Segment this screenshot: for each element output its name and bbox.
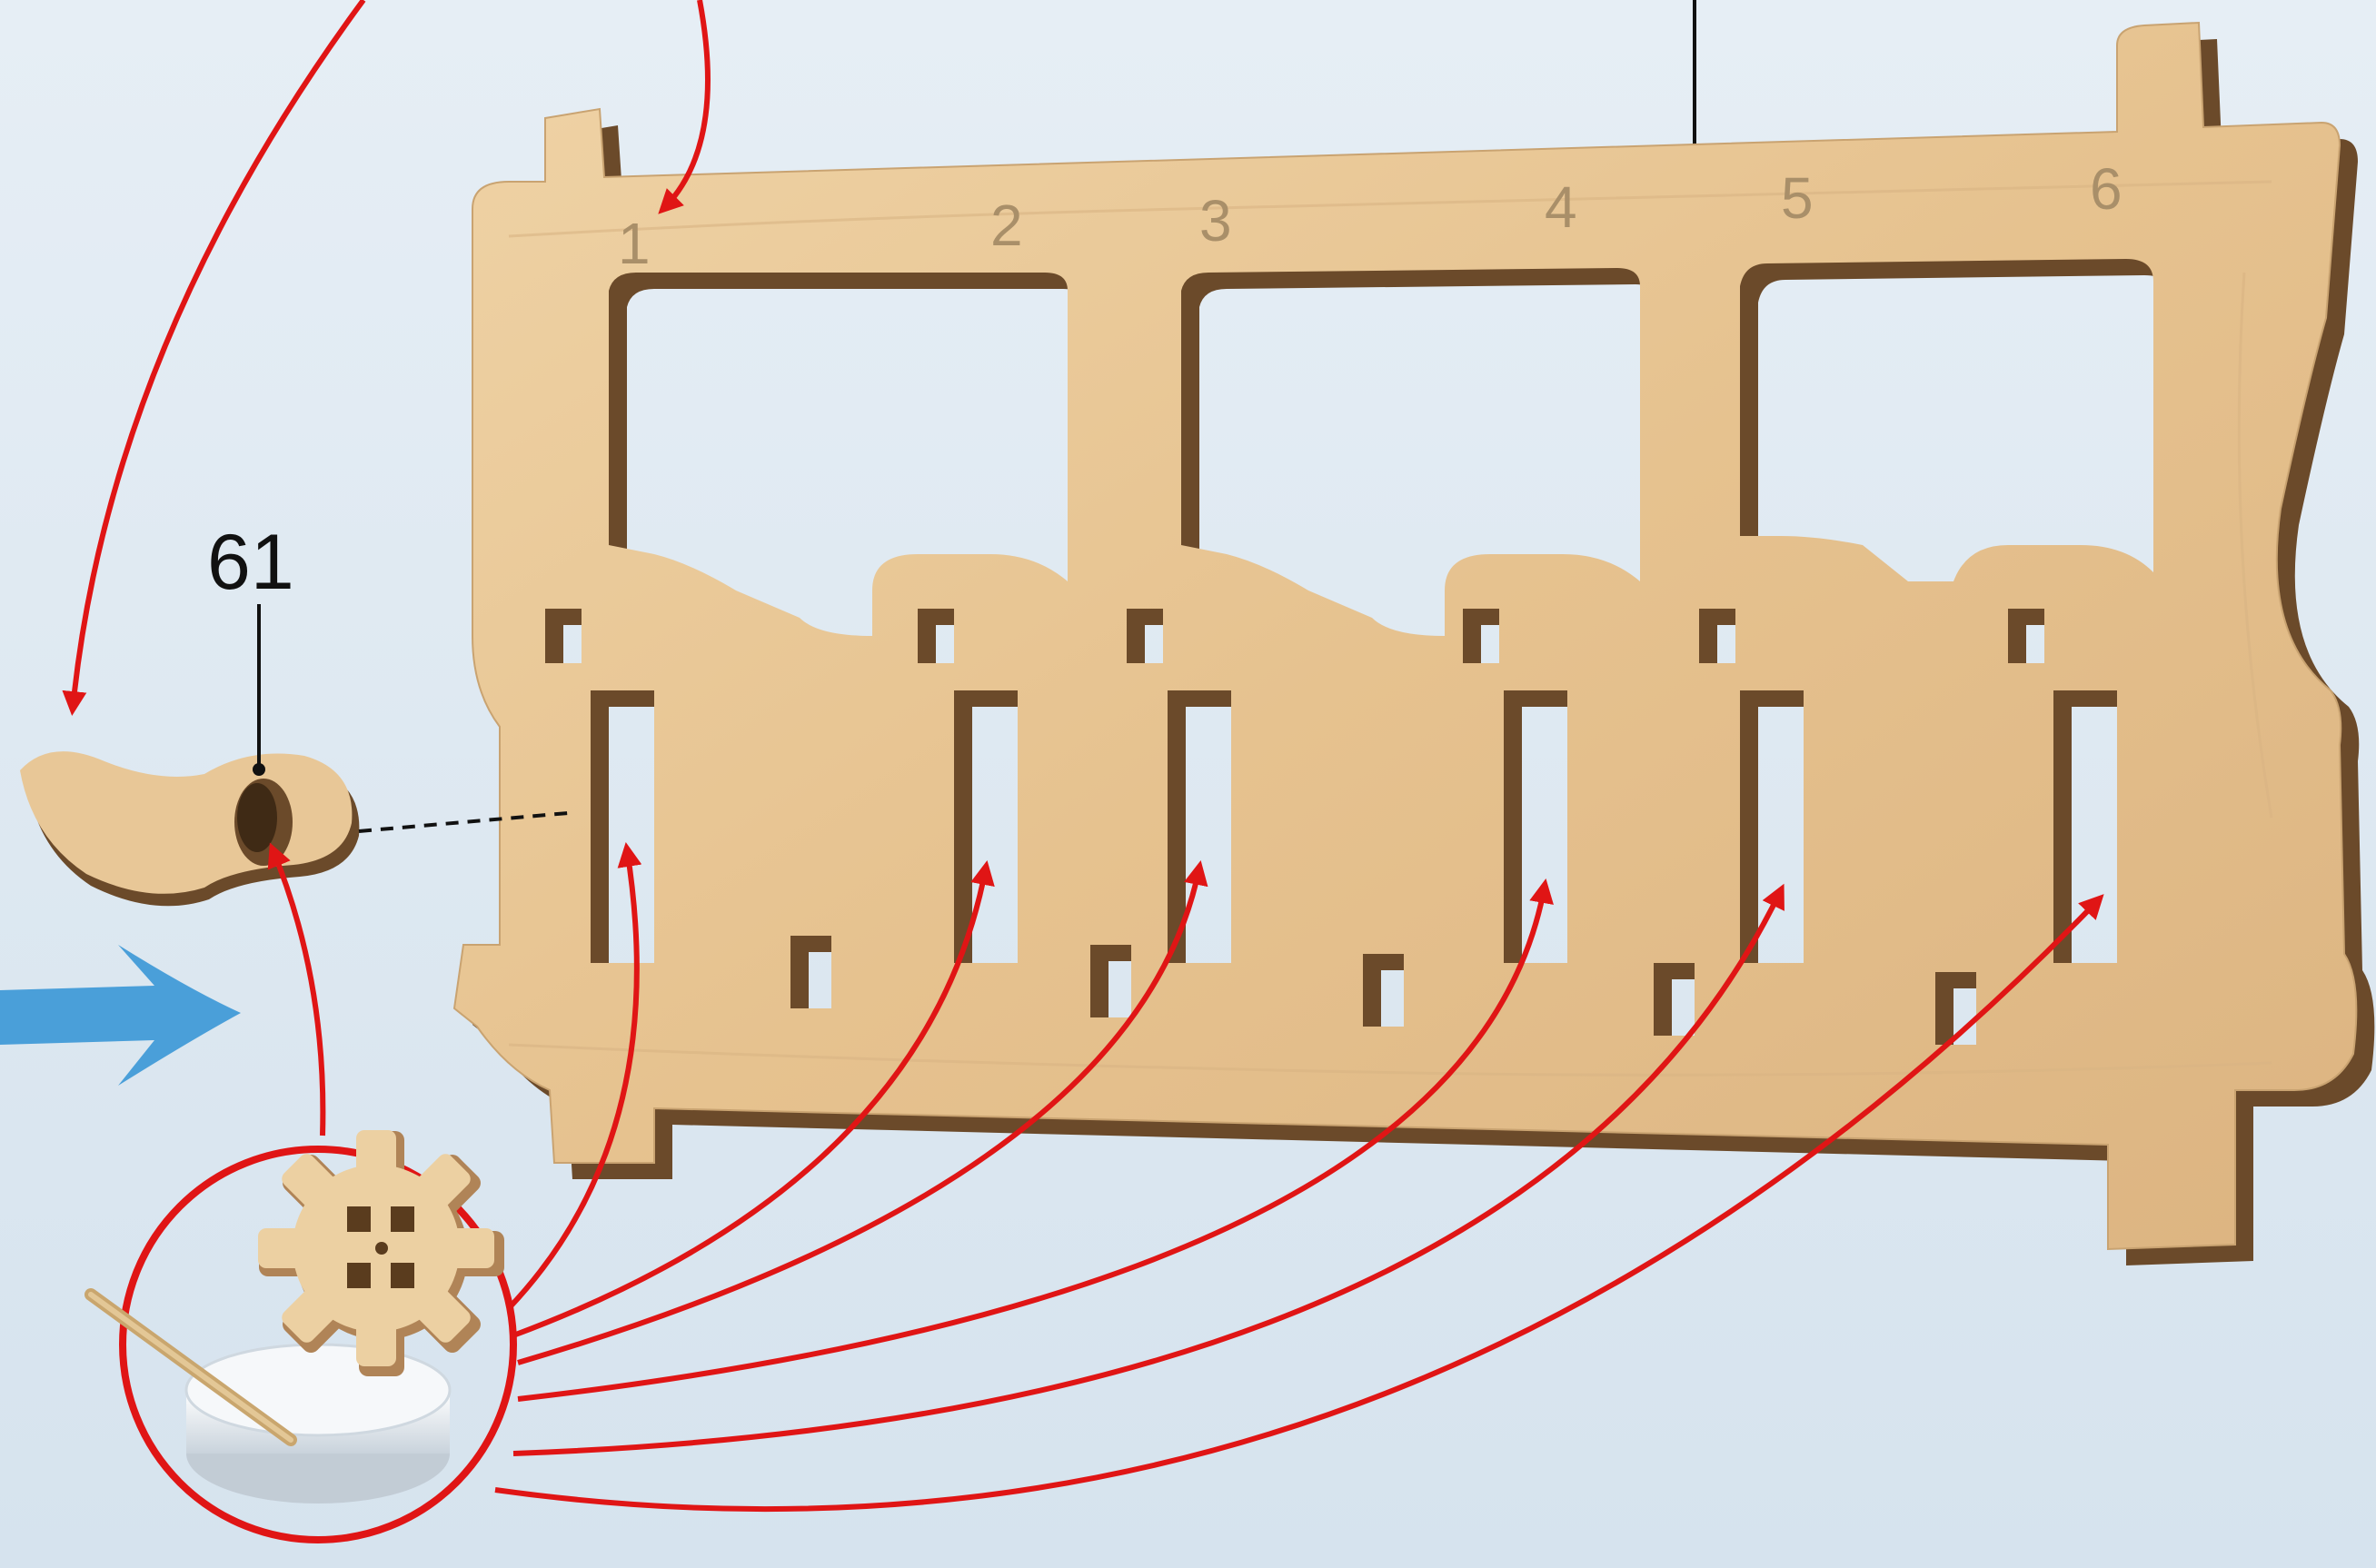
slot-number-6: 6 xyxy=(2090,156,2122,222)
blue-direction-arrow-icon xyxy=(0,945,241,1086)
glue-arrow-to-part-61 xyxy=(273,849,323,1136)
part-61-piece xyxy=(20,751,359,906)
slot-number-1: 1 xyxy=(618,211,651,276)
slot-number-4: 4 xyxy=(1545,174,1577,240)
part-label-61: 61 xyxy=(207,519,294,606)
glue-pot-with-brush-icon xyxy=(91,1130,513,1540)
slot-number-3: 3 xyxy=(1199,188,1232,253)
part-61-leader-dot xyxy=(253,763,265,776)
slot-number-2: 2 xyxy=(990,193,1023,258)
frame-panel xyxy=(454,23,2374,1265)
slot-number-5: 5 xyxy=(1781,165,1814,231)
